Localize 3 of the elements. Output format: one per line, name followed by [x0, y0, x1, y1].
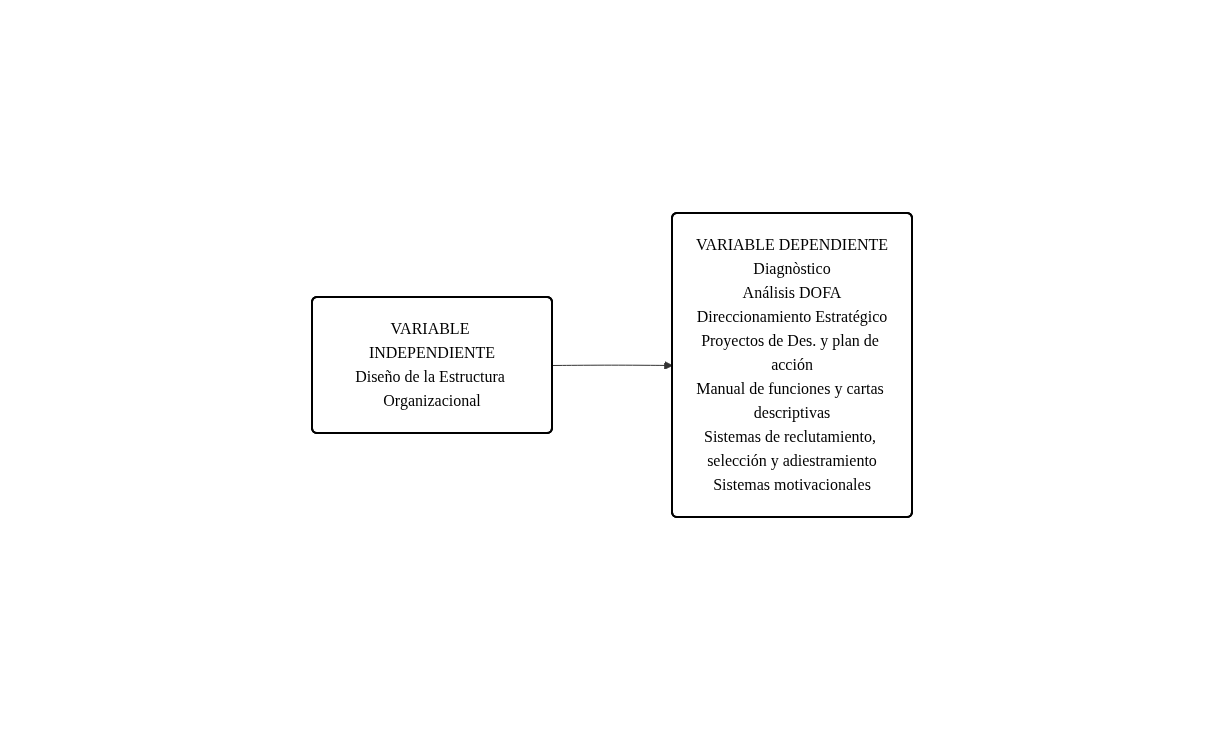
node-text: VARIABLE INDEPENDIENTE Diseño de la Estructura Organizacional	[355, 319, 505, 409]
node-text: VARIABLE DEPENDIENTE Diagnòstico Análisis DOFA Direccionamiento Estratégico Proyectos de Des. y plan de acción Manual de funciones y cartas descriptivas Sistemas de reclutamiento, selección y adiestramiento Sistemas motivacionales	[695, 235, 889, 493]
arrow	[552, 360, 673, 370]
